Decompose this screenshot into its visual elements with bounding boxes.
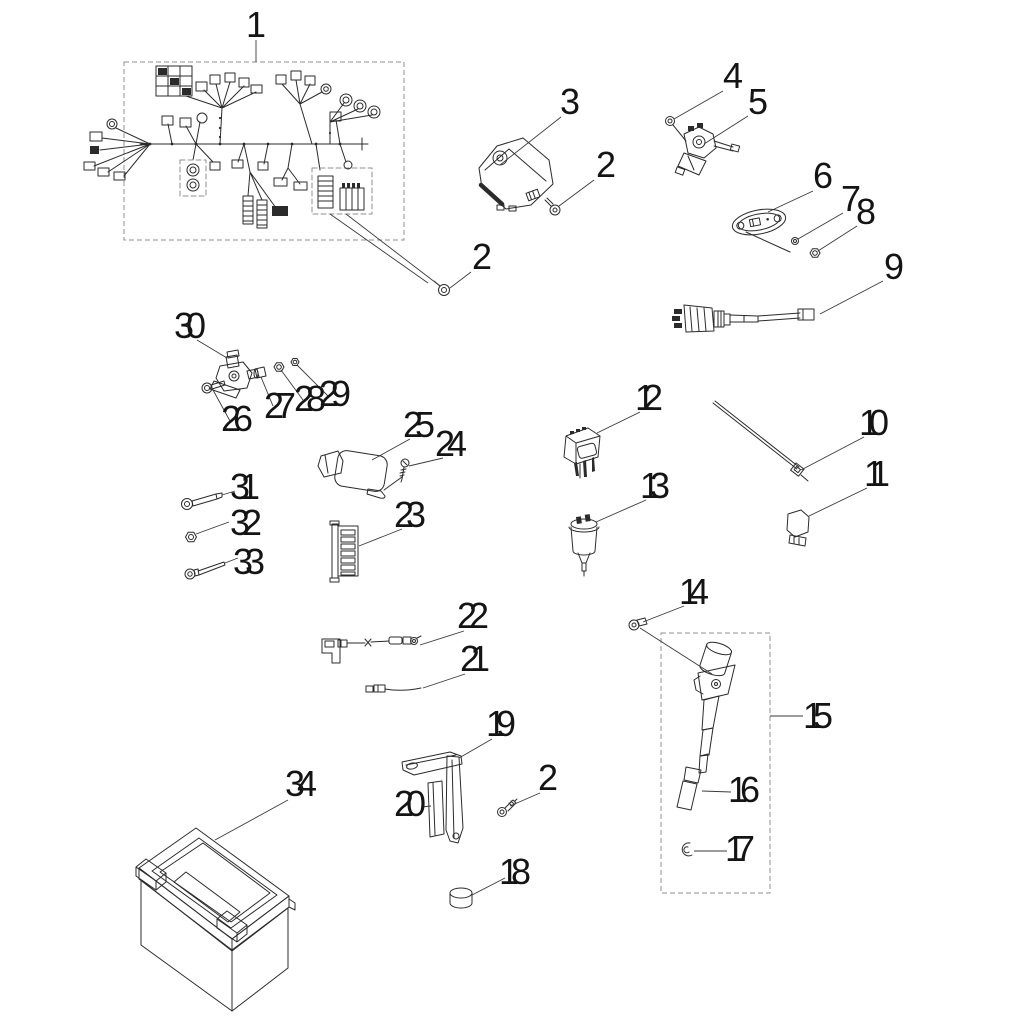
bolt-31 xyxy=(181,492,223,510)
callout-label-12: 12 xyxy=(635,377,663,418)
callout-label-28: 28 xyxy=(294,378,326,419)
cdi-screw xyxy=(544,197,561,216)
wiring-harness xyxy=(83,61,405,241)
flasher-relay xyxy=(568,514,600,577)
callout-label-13: 13 xyxy=(640,465,670,506)
callout-label-7: 7 xyxy=(841,178,861,219)
callout-label-16: 16 xyxy=(728,769,760,810)
pad xyxy=(427,780,445,838)
callout-label-6: 6 xyxy=(813,155,833,196)
lead-wire-21 xyxy=(365,684,422,693)
ignition-switch xyxy=(674,123,741,176)
spacer-27 xyxy=(253,366,267,379)
nut-28 xyxy=(273,362,285,372)
callout-label-27: 27 xyxy=(264,385,296,426)
clip xyxy=(681,842,693,857)
callout-label-2-cdi: 2 xyxy=(596,144,616,185)
callout-label-4: 4 xyxy=(723,55,743,96)
cable-tie xyxy=(712,400,809,482)
switch-nut xyxy=(665,116,687,142)
washer xyxy=(791,237,799,245)
coil-screw xyxy=(399,458,410,483)
callout-label-18: 18 xyxy=(499,851,531,892)
bracket-screw xyxy=(497,798,518,817)
callout-label-24: 24 xyxy=(435,423,467,464)
ignition-coil xyxy=(317,450,403,499)
grommet xyxy=(449,887,473,909)
valve-assembly xyxy=(209,349,260,399)
callout-label-21: 21 xyxy=(460,638,490,679)
callout-label-17: 17 xyxy=(725,828,755,869)
cap-assembly-dashed-box xyxy=(660,632,771,894)
callout-label-25: 25 xyxy=(403,404,435,445)
spark-plug-cap-assembly xyxy=(660,632,771,894)
callout-label-20: 20 xyxy=(394,783,426,824)
callout-label-34: 34 xyxy=(285,763,317,804)
callout-label-15: 15 xyxy=(803,695,833,736)
ground-wire xyxy=(321,635,422,664)
callout-label-11: 11 xyxy=(864,453,890,494)
callout-label-2-bracket: 2 xyxy=(538,757,558,798)
callout-label-9: 9 xyxy=(884,246,904,287)
callout-label-8: 8 xyxy=(856,191,876,232)
callout-label-23: 23 xyxy=(394,494,426,535)
callout-label-29: 29 xyxy=(319,373,351,414)
bolt-26 xyxy=(201,380,226,394)
callout-label-1: 1 xyxy=(246,4,266,45)
fuse-block xyxy=(329,520,359,583)
leader-lines xyxy=(195,40,884,896)
callout-label-30: 30 xyxy=(174,305,206,346)
bracket xyxy=(401,751,464,844)
cdi-unit xyxy=(478,137,554,212)
callout-label-14: 14 xyxy=(679,571,709,612)
callout-label-33: 33 xyxy=(233,541,265,582)
lead-wire-9 xyxy=(672,304,815,333)
switch-plate xyxy=(731,208,791,253)
callout-label-22: 22 xyxy=(457,595,489,636)
connector-cap xyxy=(786,509,810,547)
callout-label-5: 5 xyxy=(748,81,768,122)
callout-label-3: 3 xyxy=(560,81,580,122)
nut-8 xyxy=(809,248,821,258)
fitting xyxy=(628,617,648,631)
callout-label-26: 26 xyxy=(221,398,253,439)
callout-label-19: 19 xyxy=(486,703,516,744)
nut-32 xyxy=(185,531,197,543)
callout-label-32: 32 xyxy=(230,502,262,543)
callout-label-31: 31 xyxy=(230,466,260,507)
relay xyxy=(563,427,601,479)
bolt-33 xyxy=(184,561,226,580)
callout-label-2-harness: 2 xyxy=(472,236,492,277)
battery xyxy=(135,827,296,1012)
spark-plug-boot xyxy=(676,766,702,811)
callout-label-10: 10 xyxy=(859,402,889,443)
harness-dashed-box xyxy=(123,61,405,241)
nut-29 xyxy=(290,358,300,366)
